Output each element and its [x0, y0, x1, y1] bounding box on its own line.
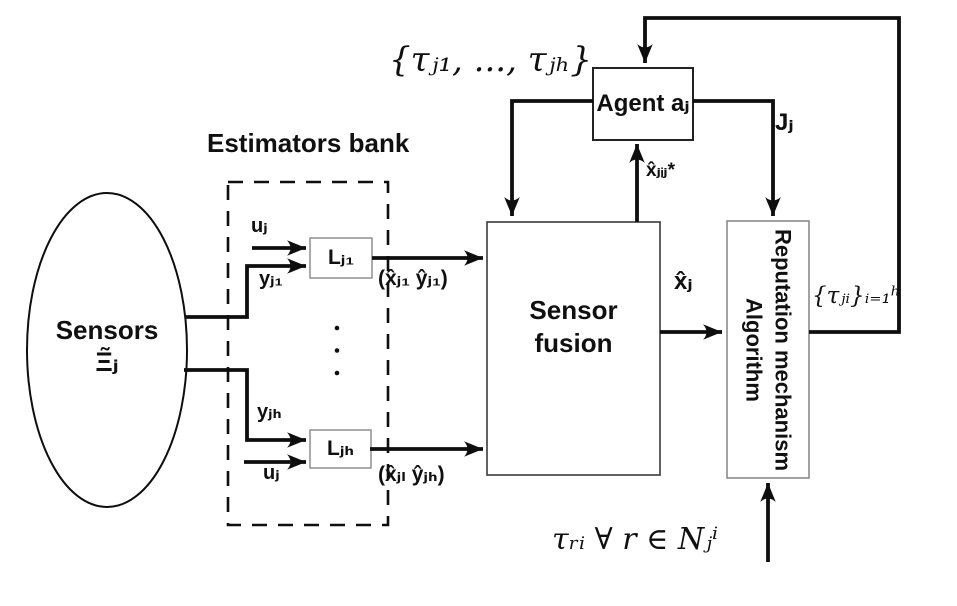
sensors-label: Sensors Ξ̃ⱼ	[27, 316, 187, 377]
estimate-pair-top-label: (x̂ⱼ₁ ŷⱼ₁)	[378, 267, 448, 290]
arrow-agent-to-reputation	[693, 99, 781, 216]
sensor-fusion-label: Sensor fusion	[487, 294, 660, 359]
signal-u-top-label: uⱼ	[251, 215, 268, 237]
sensors-symbol: Ξ̃ⱼ	[95, 346, 119, 377]
arrow-sensors-to-l1	[186, 258, 306, 319]
reputation-label-lines: Reputation mechanism Algorithm	[739, 229, 797, 471]
signal-yh-label: yⱼₕ	[257, 401, 282, 423]
sensor-fusion-line1: Sensor	[529, 295, 618, 325]
sensors-ellipse	[26, 192, 188, 508]
sensor-fusion-box	[486, 221, 661, 476]
selected-estimate-label: x̂ⱼᵢⱼ*	[646, 160, 675, 181]
signal-u-bottom-label: uⱼ	[263, 462, 280, 484]
estimators-bank-title: Estimators bank	[207, 128, 410, 158]
estimator-lh-box	[309, 429, 372, 469]
neighbor-trust-label: τᵣᵢ ∀ r ∈ Nⱼⁱ	[552, 522, 719, 557]
trust-output-label: {τⱼᵢ}ᵢ₌₁ʰ	[812, 283, 901, 309]
arrow-sensors-to-lh	[184, 368, 306, 448]
estimators-ellipsis-dots	[334, 325, 340, 376]
estimators-bank-dashed-box	[226, 180, 390, 527]
estimator-lh-label: Lⱼₕ	[327, 437, 354, 461]
sensors-title: Sensors	[55, 315, 159, 345]
estimate-pair-bottom-label: (x̂ⱼₗ ŷⱼₕ)	[378, 463, 445, 486]
estimator-l1-label: Lⱼ₁	[327, 246, 355, 270]
cost-signal-label: Jⱼ	[775, 109, 794, 136]
fused-estimate-label: x̂ⱼ	[674, 268, 693, 295]
reputation-line1: Reputation mechanism	[770, 228, 796, 472]
sensor-fusion-line2: fusion	[534, 327, 613, 358]
arrow-reputation-feedback-to-agent	[637, 16, 901, 334]
estimator-l1-box	[309, 237, 373, 279]
reputation-box	[726, 220, 810, 479]
agent-label: Agent aⱼ	[596, 89, 690, 117]
arrow-agent-to-fusion	[504, 99, 593, 216]
reputation-line2: Algorithm	[741, 298, 767, 402]
trust-broadcast-label: {τⱼ₁, ..., τⱼₕ}	[389, 40, 592, 80]
signal-y1-label: yⱼ₁	[259, 268, 283, 290]
reputation-label: Reputation mechanism Algorithm	[727, 222, 811, 479]
agent-box	[592, 67, 694, 141]
